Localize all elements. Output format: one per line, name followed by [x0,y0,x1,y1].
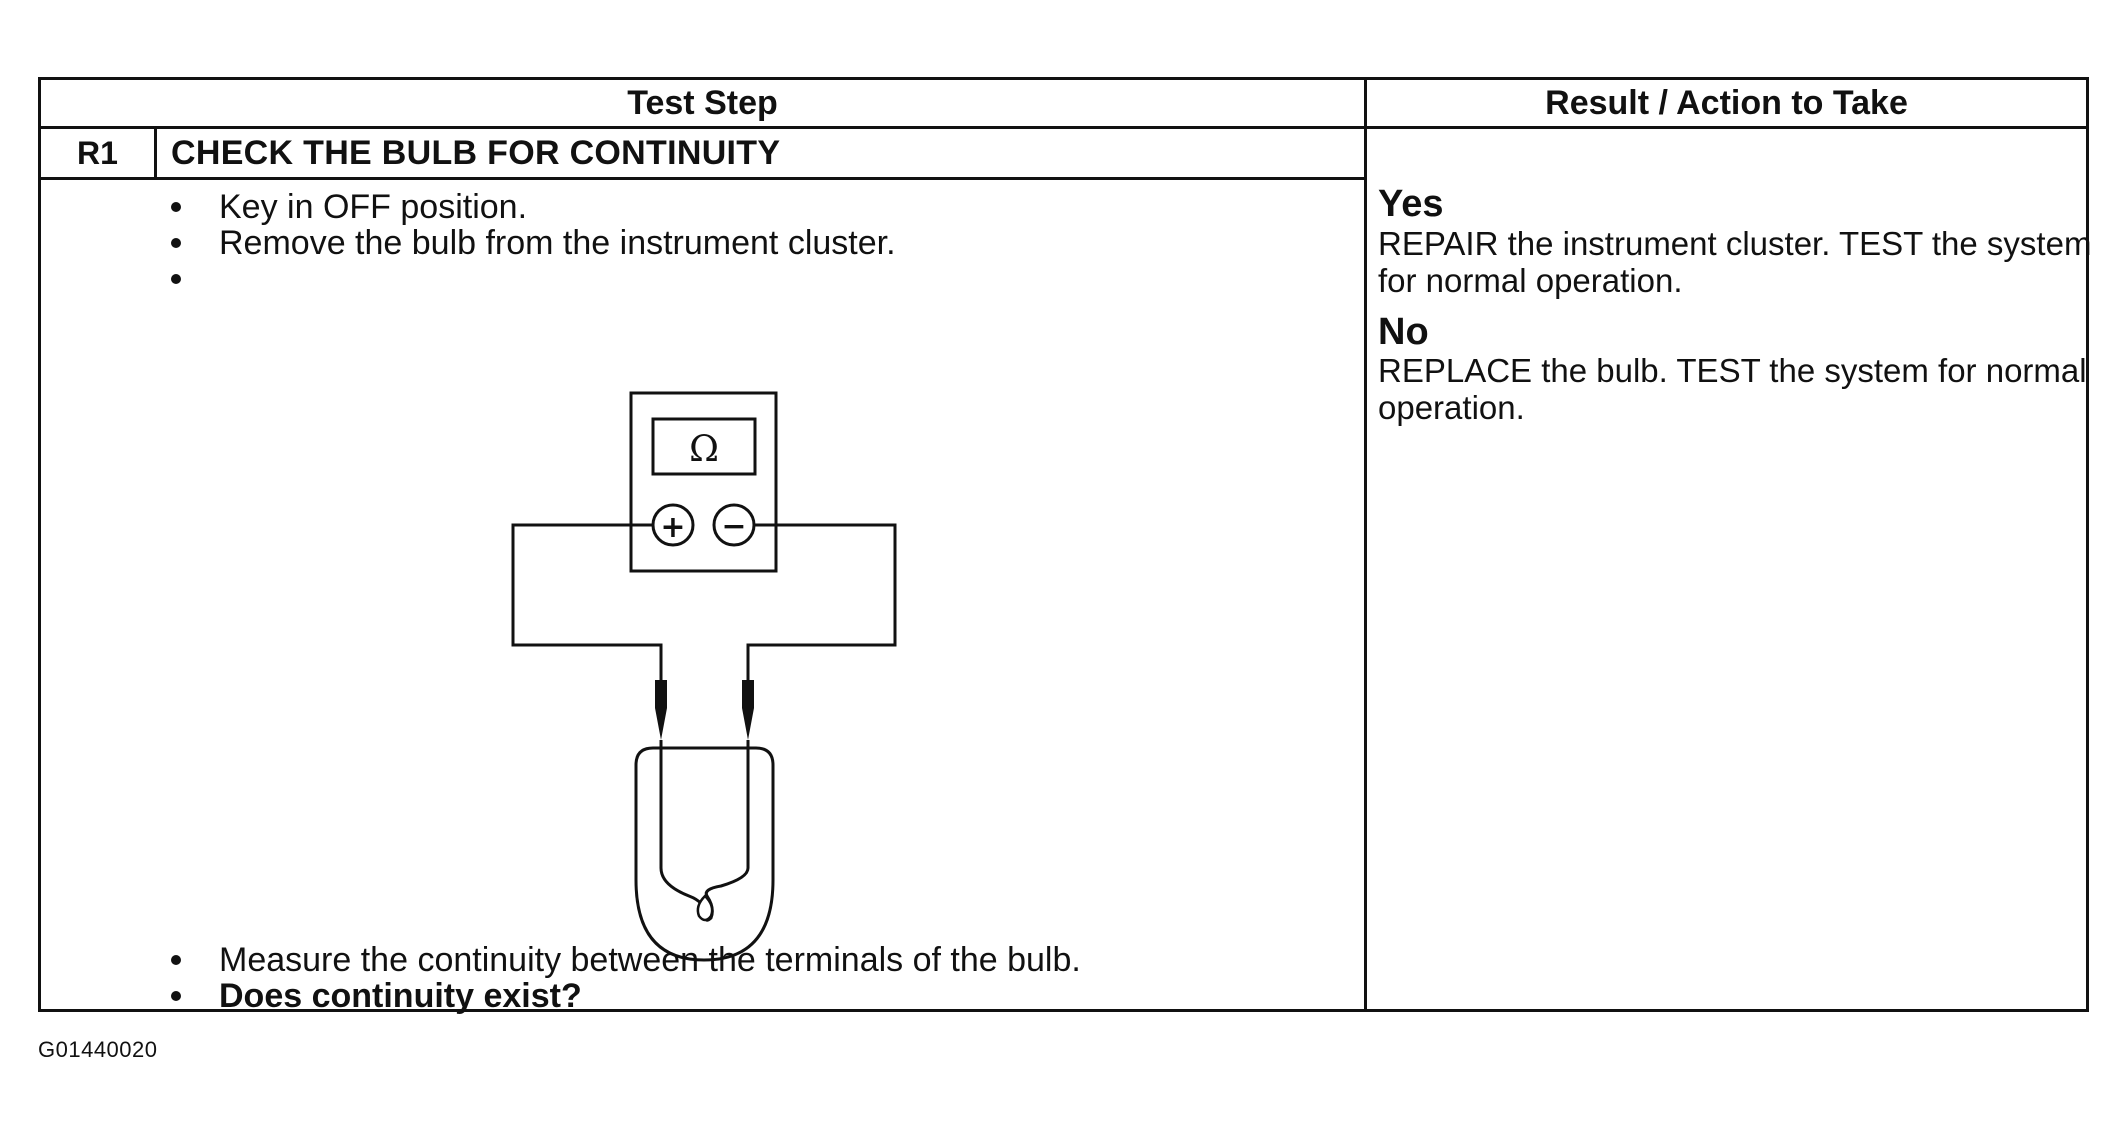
diagnostic-table: Test Step Result / Action to Take R1 CHE… [38,77,2091,1014]
list-item [161,261,1341,297]
negative-probe-icon [742,680,754,740]
negative-terminal-icon [712,503,756,547]
yes-label: Yes [1378,183,1444,225]
list-item: Measure the continuity between the termi… [161,942,1341,978]
step-instructions-after: Measure the continuity between the termi… [161,942,1341,1014]
ohmmeter-bulb-diagram: Ω + − [511,391,897,962]
yes-action-text: REPAIR the instrument cluster. TEST the … [1378,225,2092,299]
no-label: No [1378,311,1429,353]
ohm-symbol: Ω [689,429,719,470]
step-instructions-before: Key in OFF position. Remove the bulb fro… [161,189,1341,297]
list-item: Remove the bulb from the instrument clus… [161,225,1341,261]
bulb-outline-icon [634,746,775,962]
positive-terminal-label: + [660,510,685,545]
column-divider [1364,80,1367,1009]
result-action-header: Result / Action to Take [1545,84,1908,122]
no-action-text: REPLACE the bulb. TEST the system for no… [1378,352,2087,426]
negative-lead [739,523,897,680]
positive-probe-icon [655,680,667,740]
list-item: Does continuity exist? [161,978,1341,1014]
positive-terminal-icon [651,503,695,547]
bulb-filament-icon [659,740,750,922]
step-title: CHECK THE BULB FOR CONTINUITY [171,134,781,172]
step-title-divider [41,177,1364,180]
list-item: Key in OFF position. [161,189,1341,225]
figure-code: G01440020 [38,1037,158,1062]
ohmmeter-display [651,417,757,476]
negative-terminal-label: − [721,509,746,544]
test-step-header: Test Step [627,84,778,122]
header-divider [41,126,2086,129]
step-id-divider [154,126,157,177]
step-id: R1 [77,135,118,171]
positive-lead [511,523,669,680]
